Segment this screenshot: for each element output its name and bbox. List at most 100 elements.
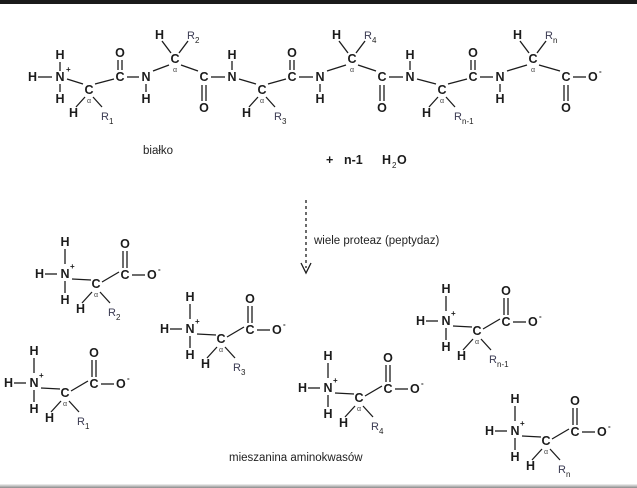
carboxylate-o: O <box>597 425 607 439</box>
carbonyl-o: O <box>120 237 130 251</box>
carboxylate-o: O <box>410 382 420 396</box>
carboxylate-charge: - <box>539 312 542 321</box>
chain-carbonyl-o: O <box>561 101 571 115</box>
chain-carbonyl-c: C <box>287 70 296 84</box>
amine-charge: + <box>195 317 200 326</box>
carbonyl-o: O <box>501 284 511 298</box>
bond-calpha-r <box>362 405 374 418</box>
carboxyl-c: C <box>383 382 392 396</box>
chain-side-chain-r-subscript: n <box>553 36 557 45</box>
side-chain-r-subscript: n <box>566 470 570 479</box>
carboxylate-charge: - <box>421 379 424 388</box>
alpha-symbol: α <box>94 292 98 299</box>
side-chain-r: R <box>233 362 241 374</box>
chain-carbonyl-o: O <box>115 46 125 60</box>
carbonyl-o: O <box>570 394 580 408</box>
amine-charge: + <box>70 262 75 271</box>
carboxylate-o: O <box>147 268 157 282</box>
chain-side-chain-r-subscript: 4 <box>372 36 377 45</box>
scan-border-top <box>0 0 637 4</box>
alpha-symbol: α <box>63 401 67 408</box>
carboxyl-c: C <box>89 377 98 391</box>
chain-carbonyl-c: C <box>115 70 124 84</box>
chain-side-chain-r: R <box>364 30 372 42</box>
bond-calpha-carboxyl <box>70 380 89 392</box>
alpha-h: H <box>339 416 348 430</box>
chain-amide-h: H <box>227 48 236 62</box>
chain-cterm-charge: - <box>599 67 602 76</box>
chain-alpha-h: H <box>155 28 164 42</box>
chain-bond-calpha-co <box>357 64 377 72</box>
alpha-symbol: α <box>357 406 361 413</box>
chain-bond-n-calpha <box>326 64 347 72</box>
mixture-label: mieszanina aminokwasów <box>229 452 363 464</box>
chain-bond-calpha-h <box>248 96 259 108</box>
chain-amide-n: N <box>227 70 236 84</box>
carboxylate-charge: - <box>127 374 130 383</box>
chain-carbonyl-o: O <box>199 101 209 115</box>
amine-charge: + <box>39 371 44 380</box>
chain-alpha-symbol: α <box>350 67 354 74</box>
amine-charge: + <box>333 376 338 385</box>
chain-side-chain-r-subscript: 3 <box>282 117 287 126</box>
chain-nterm-h-left: H <box>28 70 37 84</box>
amine-h-left: H <box>416 314 425 328</box>
carbonyl-o: O <box>89 346 99 360</box>
bond-calpha-carboxyl <box>551 428 570 440</box>
bond-calpha-h <box>344 405 356 418</box>
side-chain-r-subscript: 1 <box>85 422 90 431</box>
carboxylate-o: O <box>528 315 538 329</box>
chain-bond-n-calpha <box>152 64 170 72</box>
chain-amide-n: N <box>495 70 504 84</box>
chain-side-chain-r-subscript: n-1 <box>462 117 474 126</box>
amine-h-top: H <box>441 282 450 296</box>
chain-alpha-h: H <box>422 106 431 120</box>
chain-alpha-symbol: α <box>260 98 264 105</box>
amine-h-top: H <box>185 290 194 304</box>
chain-side-chain-r: R <box>274 111 282 123</box>
amine-h-bottom: H <box>323 407 332 421</box>
carboxylate-o: O <box>116 377 126 391</box>
chain-bond-calpha-h <box>338 40 349 54</box>
chain-alpha-h: H <box>513 28 522 42</box>
carboxylate-charge: - <box>283 320 286 329</box>
amine-n: N <box>185 322 194 336</box>
bond-calpha-carboxyl <box>226 326 245 338</box>
chain-alpha-carbon: C <box>170 52 179 66</box>
chain-bond-calpha-h <box>428 96 439 108</box>
chain-bond-n-calpha <box>416 78 437 85</box>
carbonyl-o: O <box>245 292 255 306</box>
chain-nterm-charge: + <box>66 65 71 74</box>
chain-alpha-h: H <box>332 28 341 42</box>
chain-bond-calpha-h <box>75 96 86 108</box>
chain-side-chain-r: R <box>187 30 195 42</box>
amine-h-top: H <box>29 344 38 358</box>
alpha-carbon: C <box>60 386 69 400</box>
side-chain-r: R <box>108 307 116 319</box>
peptide-label: białko <box>143 145 173 157</box>
side-chain-r-subscript: 4 <box>379 427 384 436</box>
amine-h-left: H <box>485 424 494 438</box>
amine-h-bottom: H <box>29 402 38 416</box>
reaction-arrow-head <box>300 262 312 275</box>
bond-calpha-r <box>224 346 236 359</box>
carboxyl-c: C <box>570 425 579 439</box>
chain-bond-calpha-co <box>447 78 468 85</box>
chain-alpha-carbon: C <box>347 52 356 66</box>
chain-amide-h: H <box>495 92 504 106</box>
alpha-h: H <box>201 357 210 371</box>
amine-h-top: H <box>510 392 519 406</box>
amine-n: N <box>60 267 69 281</box>
chain-alpha-carbon: C <box>528 52 537 66</box>
scan-border-bottom <box>0 484 637 488</box>
chain-bond-calpha-r <box>92 96 103 108</box>
